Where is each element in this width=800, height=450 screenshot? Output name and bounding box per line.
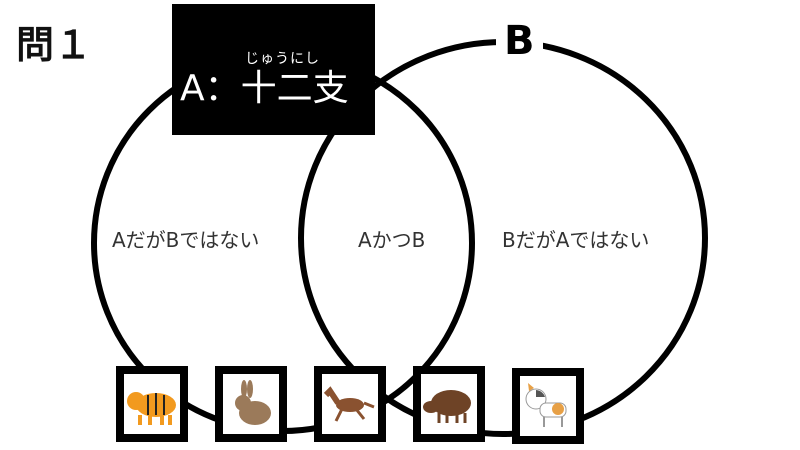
cat-icon (525, 383, 567, 427)
set-a-label-box: じゅうにし A：十二支 (172, 4, 375, 135)
set-b-label: B (496, 18, 543, 64)
card-horse[interactable] (314, 366, 386, 442)
region-b-only: BだがAではない (502, 228, 650, 252)
card-tiger[interactable] (116, 366, 188, 442)
tiger-icon (127, 392, 176, 425)
region-a-and-b: AかつB (358, 228, 426, 252)
region-a-only: AだがBではない (112, 228, 260, 252)
question-number: 問１ (16, 23, 93, 67)
horse-icon (323, 386, 375, 422)
card-cat[interactable] (512, 368, 584, 444)
boar-icon (423, 390, 471, 423)
set-a-ruby: じゅうにし (245, 51, 320, 67)
card-boar[interactable] (413, 366, 485, 442)
set-a-label: A：十二支 (180, 68, 349, 109)
rabbit-icon (235, 380, 271, 425)
card-rabbit[interactable] (215, 366, 287, 442)
